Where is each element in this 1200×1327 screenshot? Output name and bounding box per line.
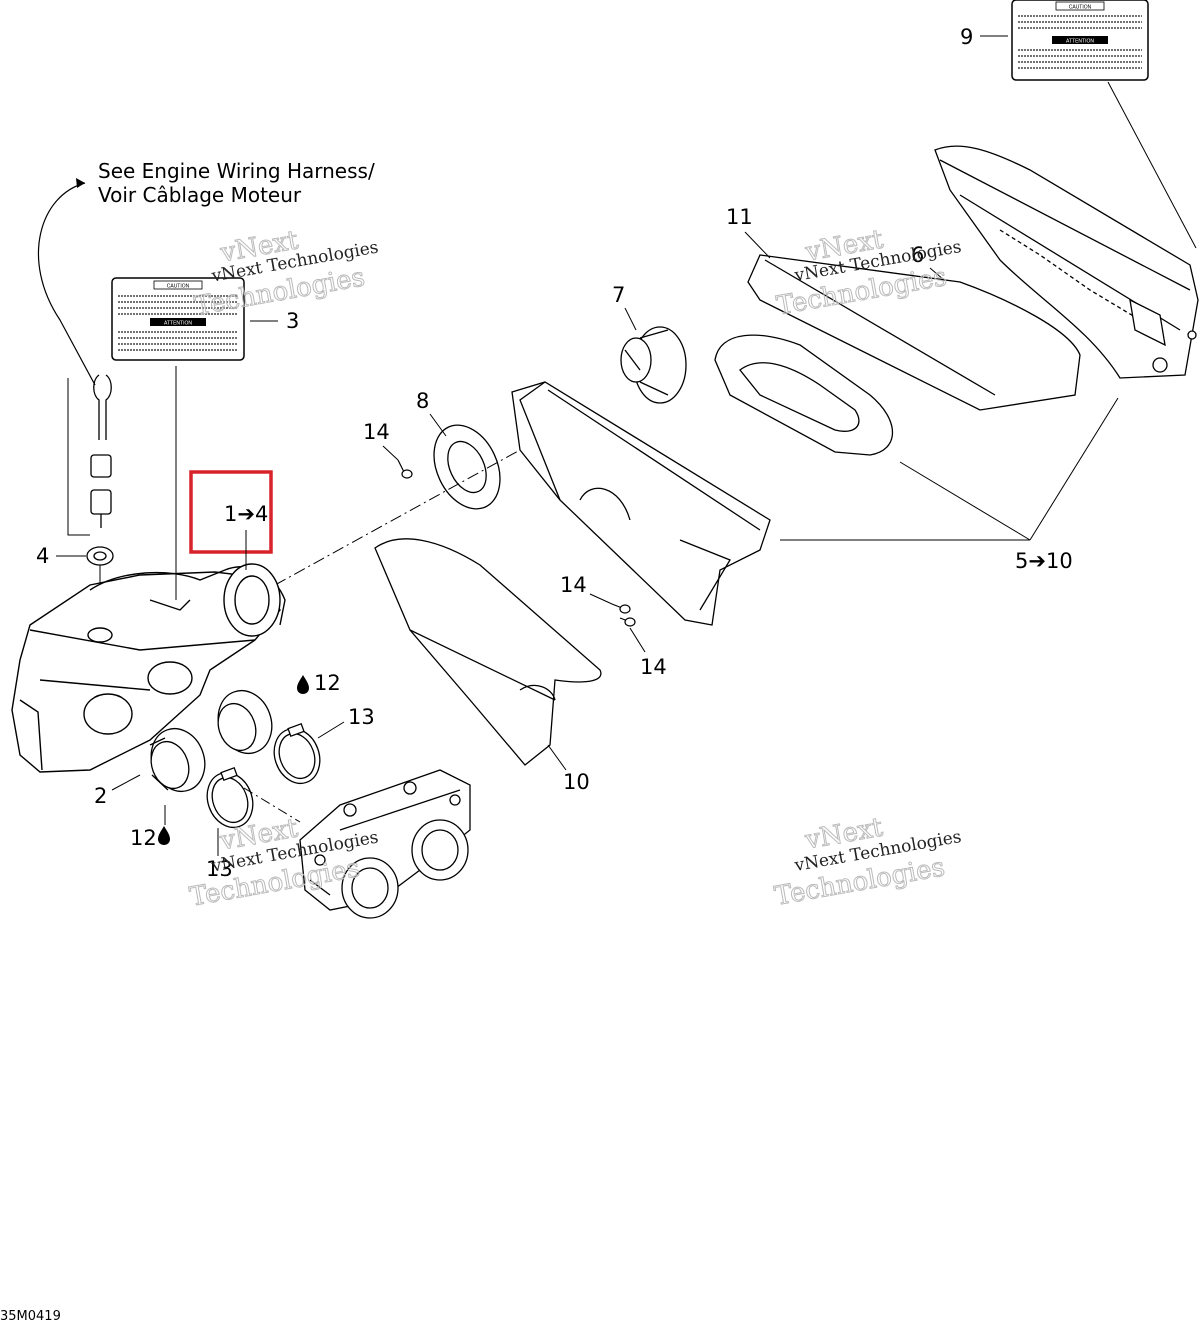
throttle-axis-line — [243, 787, 301, 823]
leader-14-b — [589, 593, 613, 605]
callout-14-b: 14 — [560, 573, 587, 597]
label-3-attention: ATTENTION — [164, 321, 192, 327]
leader-9-to-cover — [1107, 81, 1197, 249]
callout-12-b: 12 — [130, 826, 157, 850]
part-6-silencer-cover — [934, 145, 1199, 379]
leader-8 — [429, 413, 447, 437]
part-2-boot — [149, 727, 206, 793]
callout-1-4: 1➔4 — [224, 502, 268, 526]
leader-7 — [624, 307, 637, 331]
leader-10 — [547, 744, 567, 771]
callout-6: 6 — [911, 243, 924, 267]
part-13-clamp-b — [273, 723, 321, 785]
label-3-caution: CAUTION — [167, 284, 190, 290]
warning-label-3: CAUTION ATTENTION — [111, 277, 245, 361]
leader-14-a — [382, 445, 399, 461]
callout-9: 9 — [960, 25, 973, 49]
part-2-boot-b — [217, 689, 273, 755]
part-5-silencer-body — [511, 381, 771, 626]
throttle-body-assembly — [299, 769, 471, 919]
watermark-top-left: vNext Technologies vNext Technologies — [192, 225, 380, 323]
callout-11: 11 — [726, 205, 753, 229]
part-11-foam-strip — [747, 254, 1081, 411]
highlight-box-1-4 — [189, 470, 273, 554]
callout-2: 2 — [94, 784, 107, 808]
group-leader-5-10 — [780, 397, 1119, 541]
note-leader-line — [37, 182, 96, 386]
part-13-clamp-a — [206, 767, 254, 829]
drawing-reference-code: 35M0419 — [0, 1309, 61, 1324]
callout-13-b: 13 — [206, 857, 233, 881]
screw-14-a — [397, 459, 413, 479]
callout-3: 3 — [286, 309, 299, 333]
callout-12-a: 12 — [314, 671, 341, 695]
warning-label-9: CAUTION ATTENTION — [1011, 0, 1149, 81]
label-9-attention: ATTENTION — [1066, 39, 1094, 45]
lubricant-drop-icon-a — [297, 675, 309, 694]
callout-8: 8 — [416, 389, 429, 413]
watermark-bottom-right: vNext Technologies vNext Technologies — [772, 812, 963, 912]
callout-7: 7 — [612, 283, 625, 307]
part-4-grommet-sensor — [86, 374, 114, 566]
wiring-harness-note-line1: See Engine Wiring Harness/ — [98, 159, 375, 183]
part-8-gasket-ring — [433, 424, 501, 510]
callout-5-10: 5➔10 — [1015, 549, 1073, 573]
assembly-axis-line — [274, 449, 521, 586]
callout-13-a: 13 — [348, 705, 375, 729]
wiring-harness-note-line2: Voir Câblage Moteur — [98, 183, 302, 207]
callout-14-c: 14 — [640, 655, 667, 679]
leader-13-a — [317, 721, 345, 739]
label-9-caution: CAUTION — [1069, 5, 1092, 11]
callout-10: 10 — [563, 770, 590, 794]
leader-14-c — [629, 627, 646, 653]
leader-11 — [744, 231, 771, 259]
part-7-tube-connector — [620, 326, 687, 404]
callout-4: 4 — [36, 544, 49, 568]
flat-plate-gasket — [714, 334, 894, 456]
lubricant-drop-icon-b — [158, 826, 170, 845]
callout-14-a: 14 — [363, 420, 390, 444]
note-arrow-head — [76, 178, 85, 188]
screw-14-b — [611, 603, 636, 627]
sensor-bracket-line — [67, 378, 90, 536]
leader-2 — [111, 774, 141, 791]
part-10-lower-cover — [374, 538, 602, 766]
airbox-assembly — [11, 563, 286, 773]
